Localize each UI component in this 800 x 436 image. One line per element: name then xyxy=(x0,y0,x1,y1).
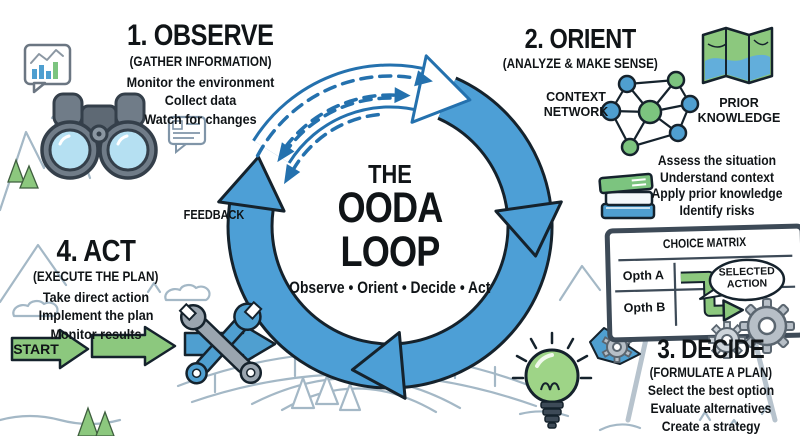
center-kicker: THE xyxy=(368,159,412,189)
green-arrow xyxy=(90,325,177,367)
observe-section: 1. OBSERVE (GATHER INFORMATION) Monitor … xyxy=(58,21,343,128)
map-icon xyxy=(701,26,774,85)
decide-subtitle: (FORMULATE A PLAN) xyxy=(649,365,773,380)
books-icon xyxy=(598,172,656,220)
tools-icon xyxy=(178,300,263,385)
chart-bubble-icon xyxy=(23,43,72,94)
start-label: START xyxy=(13,341,59,357)
choice-matrix-grid xyxy=(615,254,796,326)
decide-title: 3. DECIDE xyxy=(657,334,765,364)
observe-lines: Monitor the environment Collect data Wat… xyxy=(126,74,275,127)
selected-action-bubble xyxy=(698,258,786,302)
network-icon xyxy=(600,70,700,157)
orient-title: 2. ORIENT xyxy=(524,23,637,54)
act-flow-arrows: START xyxy=(10,300,277,385)
observe-title: 1. OBSERVE xyxy=(127,19,274,52)
act-section: 4. ACT (EXECUTE THE PLAN) Take direct ac… xyxy=(2,235,190,343)
board-legs xyxy=(625,327,778,423)
observe-subtitle: (GATHER INFORMATION) xyxy=(129,53,272,69)
lightbulb-icon xyxy=(511,331,593,429)
loop-arrowhead-bottom xyxy=(350,331,407,400)
pine-trees-sketch xyxy=(290,374,362,412)
choice-matrix-board: CHOICE MATRIX Opth A Opth B SELECTED ACT… xyxy=(604,223,800,343)
notes-icon xyxy=(167,115,207,154)
loop-center-text: THE OODA LOOP Observe • Orient • Decide … xyxy=(270,161,510,298)
start-arrow xyxy=(10,328,90,370)
decide-lines: Select the best option Evaluate alternat… xyxy=(647,383,775,434)
orient-section: 2. ORIENT (ANALYZE & MAKE SENSE) xyxy=(448,23,713,72)
act-title: 4. ACT xyxy=(56,233,136,268)
decide-section: 3. DECIDE (FORMULATE A PLAN) Select the … xyxy=(620,336,800,435)
white-feedback-arrow xyxy=(252,54,472,165)
center-subtitle: Observe • Orient • Decide • Act xyxy=(289,278,491,297)
context-network-label: CONTEXT NETWORK xyxy=(543,90,609,119)
green-trees xyxy=(7,158,115,436)
loop-arrowhead-right xyxy=(494,200,563,258)
orient-subtitle: (ANALYZE & MAKE SENSE) xyxy=(502,55,659,71)
loop-arrowhead-left xyxy=(217,155,286,213)
act-lines: Take direct action Implement the plan Mo… xyxy=(38,289,154,342)
choice-matrix-row-a: Opth A xyxy=(622,268,665,284)
binoculars-icon xyxy=(40,92,158,180)
orient-lines: Assess the situation Understand context … xyxy=(651,153,783,219)
dashed-arrowheads xyxy=(277,70,433,185)
choice-matrix-row-b: Opth B xyxy=(623,300,666,316)
loop-band xyxy=(217,76,563,400)
prior-knowledge-label: PRIOR KNOWLEDGE xyxy=(697,96,781,125)
page-title: OODA LOOP xyxy=(337,184,444,276)
dashed-feedback-arrows xyxy=(255,74,418,172)
feedback-label: FEEDBACK xyxy=(183,207,245,222)
gears-icon xyxy=(708,298,795,359)
act-subtitle: (EXECUTE THE PLAN) xyxy=(33,268,159,284)
clouds-sketch xyxy=(12,283,211,318)
